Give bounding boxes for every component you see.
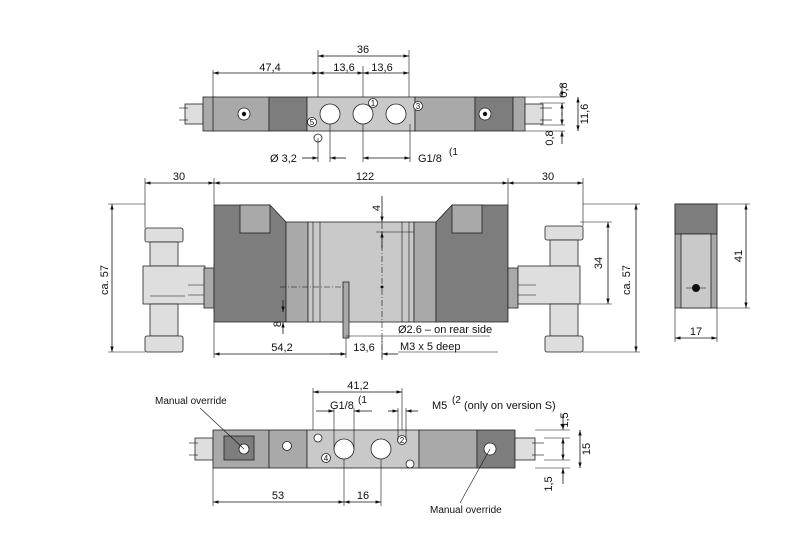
dim-36: 36 — [357, 44, 369, 56]
label-manual-override-top: Manual override — [155, 396, 227, 407]
dim-port-note-bottom: (1 — [358, 395, 367, 406]
dim-0-8-top: 0,8 — [558, 82, 570, 97]
note-rear-hole: Ø2.6 – on rear side — [398, 324, 492, 336]
dim-15: 15 — [581, 443, 593, 455]
note-thread: M3 x 5 deep — [400, 341, 461, 353]
dim-13-6-front: 13,6 — [353, 342, 374, 354]
port-label-4: 4 — [324, 454, 329, 463]
dim-ca57-right: ca. 57 — [621, 265, 633, 295]
dim-122: 122 — [356, 171, 374, 183]
side-view: 41 17 — [674, 203, 750, 342]
dim-ca57-left: ca. 57 — [99, 265, 111, 295]
front-view: 30 122 30 ca. 57 ca. 57 34 4 8 54,2 — [99, 171, 640, 360]
dim-8: 8 — [272, 321, 284, 327]
dim-30-right: 30 — [542, 171, 554, 183]
dim-port-g18-bottom: G1/8 — [330, 400, 354, 412]
dim-13-6-left: 13,6 — [333, 62, 354, 74]
dim-port-g18: G1/8 — [418, 153, 442, 165]
port-circle — [333, 438, 355, 460]
top-view: 1 5 3 47,4 36 13,6 13,6 Ø 3,2 G1/8 (1 — [179, 44, 591, 165]
dim-41: 41 — [733, 250, 745, 262]
dim-1-5-bottom: 1,5 — [543, 476, 555, 491]
right-connector — [524, 103, 544, 125]
dim-m5-text: (only on version S) — [464, 400, 556, 412]
dim-34: 34 — [593, 257, 605, 269]
port-label-1: 1 — [371, 99, 376, 108]
dim-11-6: 11,6 — [579, 104, 591, 125]
dim-47-4: 47,4 — [259, 62, 280, 74]
valve-body-front — [307, 221, 415, 323]
dim-41-2: 41,2 — [347, 380, 368, 392]
right-coil — [414, 96, 476, 132]
port-label-5: 5 — [310, 118, 315, 127]
right-solenoid — [435, 204, 509, 323]
dim-17: 17 — [690, 326, 702, 338]
dim-30-left: 30 — [173, 171, 185, 183]
label-manual-override-bottom: Manual override — [430, 505, 502, 516]
dim-16: 16 — [357, 490, 369, 502]
dim-0-8-bottom: 0,8 — [544, 130, 556, 145]
port-label-3: 3 — [416, 102, 421, 111]
dim-53: 53 — [272, 490, 284, 502]
dim-port-note: (1 — [449, 147, 458, 158]
dim-13-6-right: 13,6 — [371, 62, 392, 74]
left-connector — [184, 103, 204, 125]
dim-hole-3-2: Ø 3,2 — [270, 153, 297, 165]
port-circle — [319, 103, 341, 125]
port-label-2: 2 — [400, 436, 405, 445]
bottom-view: 2 4 Manual override Manual override 41,2… — [155, 380, 593, 516]
dim-54-2: 54,2 — [271, 342, 292, 354]
dim-m5: M5 — [432, 400, 447, 412]
right-coil-bottom — [418, 429, 478, 469]
dim-1-5-top: 1,5 — [559, 412, 571, 427]
port-circle — [370, 438, 392, 460]
dim-m5-note: (2 — [452, 395, 461, 406]
dim-4: 4 — [371, 205, 383, 211]
port-circle — [385, 103, 407, 125]
